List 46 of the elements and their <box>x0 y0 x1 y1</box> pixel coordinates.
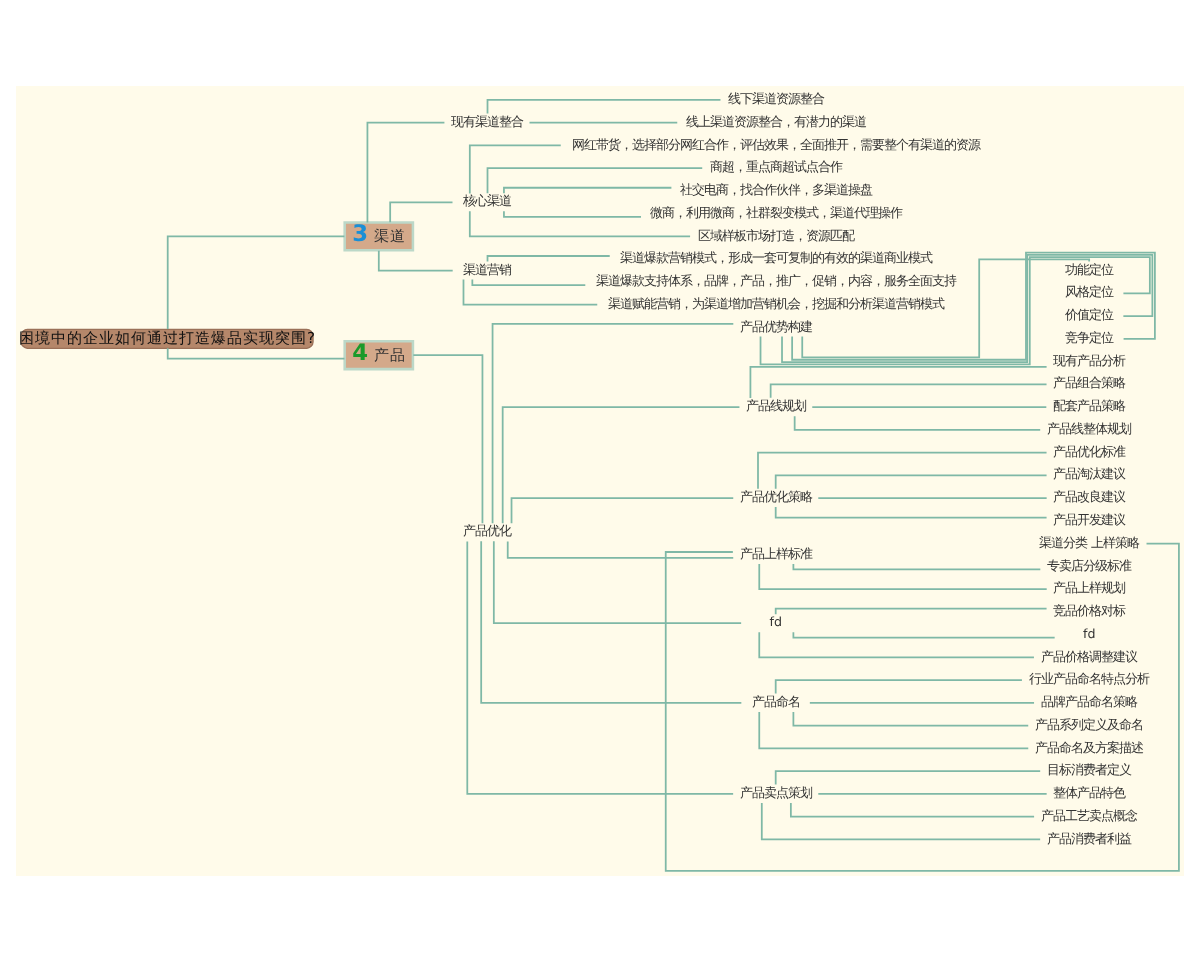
connector <box>811 405 1048 407</box>
connector <box>480 539 743 703</box>
connector <box>471 277 587 285</box>
connector <box>774 606 1048 615</box>
connector <box>503 185 673 194</box>
connector <box>758 710 1030 749</box>
connector <box>664 541 1180 871</box>
connector <box>774 505 1048 518</box>
connector <box>528 120 679 123</box>
connector <box>760 801 1042 840</box>
connector <box>366 120 446 223</box>
connector <box>412 353 484 524</box>
connector <box>774 769 1042 785</box>
connector <box>808 700 1035 703</box>
connector <box>817 791 1048 794</box>
connector <box>462 277 599 305</box>
connector <box>506 539 735 558</box>
connector <box>486 254 611 262</box>
connector <box>389 200 454 223</box>
connector <box>792 710 1030 726</box>
connector <box>486 98 722 114</box>
connector <box>501 405 741 524</box>
connector <box>774 678 1023 694</box>
connector <box>466 539 735 794</box>
connector <box>492 539 743 624</box>
connector <box>166 234 346 329</box>
connector <box>817 496 1048 498</box>
connector <box>758 630 1035 658</box>
connector <box>468 143 562 194</box>
connector <box>793 414 1042 430</box>
connector <box>749 364 1048 398</box>
connector <box>486 166 704 194</box>
connector <box>792 630 1056 638</box>
connector <box>377 248 454 271</box>
connector <box>801 257 1091 358</box>
connector <box>468 209 691 237</box>
connector <box>491 322 735 524</box>
connector <box>757 450 1048 489</box>
connector <box>758 562 1048 589</box>
connector <box>792 562 1042 570</box>
connector <box>166 346 346 359</box>
connector <box>503 209 642 217</box>
connector <box>774 473 1048 489</box>
connector <box>510 496 735 524</box>
connector <box>769 382 1048 398</box>
connector <box>789 801 1035 817</box>
